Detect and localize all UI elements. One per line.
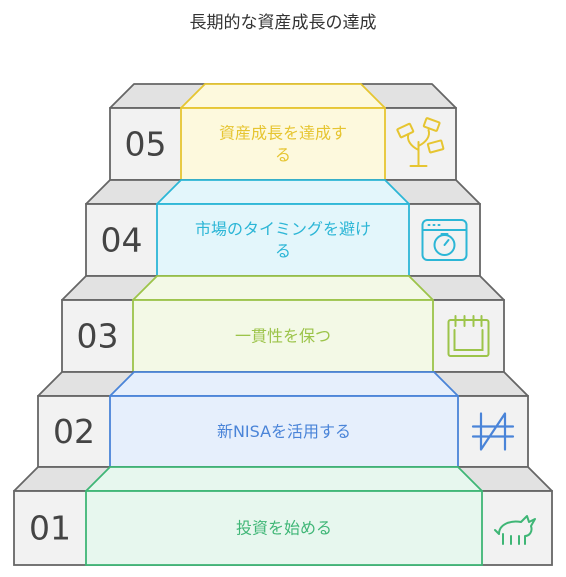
- step-label: 新NISAを活用する: [217, 422, 351, 441]
- step-colored-tread: [132, 275, 434, 301]
- step-label: 資産成長を達成す: [219, 124, 347, 143]
- step-number: 04: [101, 221, 143, 260]
- stopwatch-icon: [421, 219, 468, 261]
- step-label: る: [275, 242, 291, 261]
- step-number: 02: [53, 412, 95, 451]
- step-03: 03 一貫性を保つ: [61, 275, 505, 373]
- step-label-box: [132, 299, 434, 373]
- money-plant-icon: [396, 117, 445, 167]
- naira-icon: [471, 412, 515, 451]
- step-label-box: [156, 203, 410, 277]
- step-label: 市場のタイミングを避け: [195, 220, 371, 239]
- step-number: 01: [29, 509, 71, 548]
- step-colored-tread: [109, 371, 459, 397]
- step-label-box: [85, 490, 483, 566]
- step-label-box: [180, 107, 386, 181]
- step-label: 一貫性を保つ: [235, 327, 331, 346]
- step-number: 03: [77, 317, 119, 356]
- step-label: 投資を始める: [236, 519, 332, 538]
- step-label-box: [109, 395, 459, 468]
- bull-icon: [494, 515, 536, 545]
- step-colored-tread: [156, 179, 410, 205]
- step-label: る: [275, 146, 291, 165]
- step-01: 01 投資を始める: [13, 466, 553, 566]
- step-02: 02 新NISAを活用する: [37, 371, 529, 468]
- step-number: 05: [125, 125, 167, 164]
- step-colored-tread: [85, 466, 483, 492]
- calendar-icon: [447, 315, 490, 357]
- step-colored-tread: [180, 83, 386, 109]
- diagram-title: 長期的な資産成長の達成: [189, 13, 377, 33]
